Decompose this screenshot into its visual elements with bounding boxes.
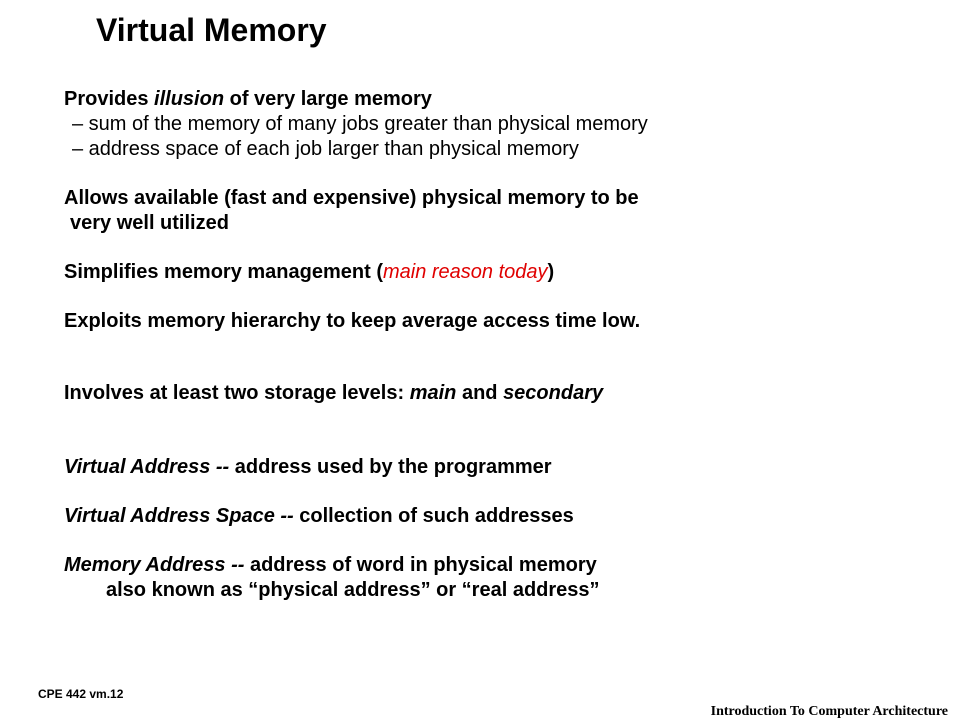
bullet-exploits: Exploits memory hierarchy to keep averag…	[64, 310, 641, 332]
term-virtual-address-space: Virtual Address Space --	[64, 505, 300, 527]
definition-virtual-address: Virtual Address -- address used by the p…	[64, 456, 552, 478]
footer-course-title: Introduction To Computer Architecture	[710, 704, 948, 719]
slide-title: Virtual Memory	[96, 12, 327, 48]
bullet-utilized-line2: very well utilized	[70, 212, 229, 234]
bullet-involves: Involves at least two storage levels: ma…	[64, 382, 604, 404]
bullet-utilized-line1: Allows available (fast and expensive) ph…	[64, 187, 639, 209]
emphasis-illusion: illusion	[154, 88, 225, 110]
definition-memory-address: Memory Address -- address of word in phy…	[64, 554, 597, 576]
emphasis-secondary: secondary	[503, 382, 604, 404]
sub-bullet-address-space: – address space of each job larger than …	[72, 138, 579, 160]
emphasis-main-reason: main reason today	[382, 261, 548, 283]
sub-bullet-sum-of-memory: – sum of the memory of many jobs greater…	[72, 113, 648, 135]
bullet-simplifies: Simplifies memory management (main reaso…	[64, 261, 555, 283]
definition-virtual-address-space: Virtual Address Space -- collection of s…	[64, 505, 574, 527]
term-memory-address: Memory Address --	[64, 554, 250, 576]
emphasis-main: main	[409, 382, 457, 404]
footer-slide-number: CPE 442 vm.12	[38, 687, 124, 701]
term-virtual-address: Virtual Address --	[64, 456, 235, 478]
bullet-illusion: Provides illusion of very large memory	[64, 88, 432, 110]
definition-memory-address-line2: also known as “physical address” or “rea…	[106, 579, 600, 601]
